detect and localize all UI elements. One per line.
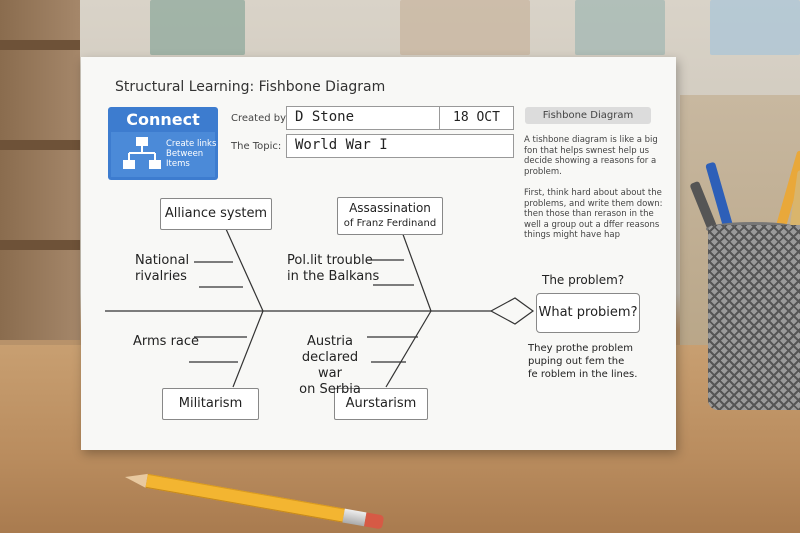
problem-label: The problem? (542, 273, 625, 287)
cause-box-militarism: Militarism (162, 388, 259, 420)
cause-austria: Austria declared war on Serbia (299, 334, 361, 397)
sidebar-heading: Fishbone Diagram (525, 107, 651, 124)
connect-subtext: Create links Between Items (166, 139, 217, 169)
topic-label: The Topic: (231, 141, 282, 152)
bone-bottom-left (232, 310, 264, 388)
cause-national-rivalries: National rivalries (135, 253, 190, 284)
problem-note: They prothe problem puping out fem the f… (528, 343, 638, 380)
bone-top-left (225, 228, 264, 312)
wall-poster (400, 0, 530, 55)
created-by-field: D Stone 18 OCT (286, 106, 514, 130)
cause-balkans: Pol.lit trouble in the Balkans (287, 253, 380, 284)
topic-field: World War I (286, 134, 514, 158)
bookshelf (0, 0, 80, 340)
wall-poster (575, 0, 665, 55)
sidebar-paragraph-2: First, think hard about about the proble… (524, 188, 663, 240)
worksheet-title: Structural Learning: Fishbone Diagram (115, 79, 386, 95)
cause-arms-race: Arms race (133, 334, 200, 349)
date-value: 18 OCT (453, 110, 500, 125)
connect-label: Connect (126, 110, 200, 129)
fish-head-arrow (489, 297, 535, 325)
mesh-pencil-cup (708, 225, 800, 410)
eraser (364, 512, 385, 530)
wall-poster (710, 0, 800, 55)
wall-poster (150, 0, 245, 55)
fishbone-diagram (105, 228, 535, 388)
problem-box: What probiem? (536, 293, 640, 333)
worksheet: Structural Learning: Fishbone Diagram Co… (81, 57, 676, 450)
hierarchy-icon (123, 137, 161, 169)
created-by-label: Created by (231, 113, 287, 124)
sidebar-paragraph-1: A tishbone diagram is like a big fon tha… (524, 135, 658, 177)
cause-box-assassination: Assassination of Franz Ferdinand (337, 197, 443, 235)
topic-value: World War I (295, 137, 388, 153)
created-by-value: D Stone (295, 109, 355, 125)
cause-box-alliance: Alliance system (160, 198, 272, 230)
bone-bottom-right (385, 310, 432, 388)
bone-top-right (400, 228, 432, 312)
connect-badge: Connect Create links Between Items (108, 107, 218, 180)
cause-box-aurstarism: Aurstarism (334, 388, 428, 420)
